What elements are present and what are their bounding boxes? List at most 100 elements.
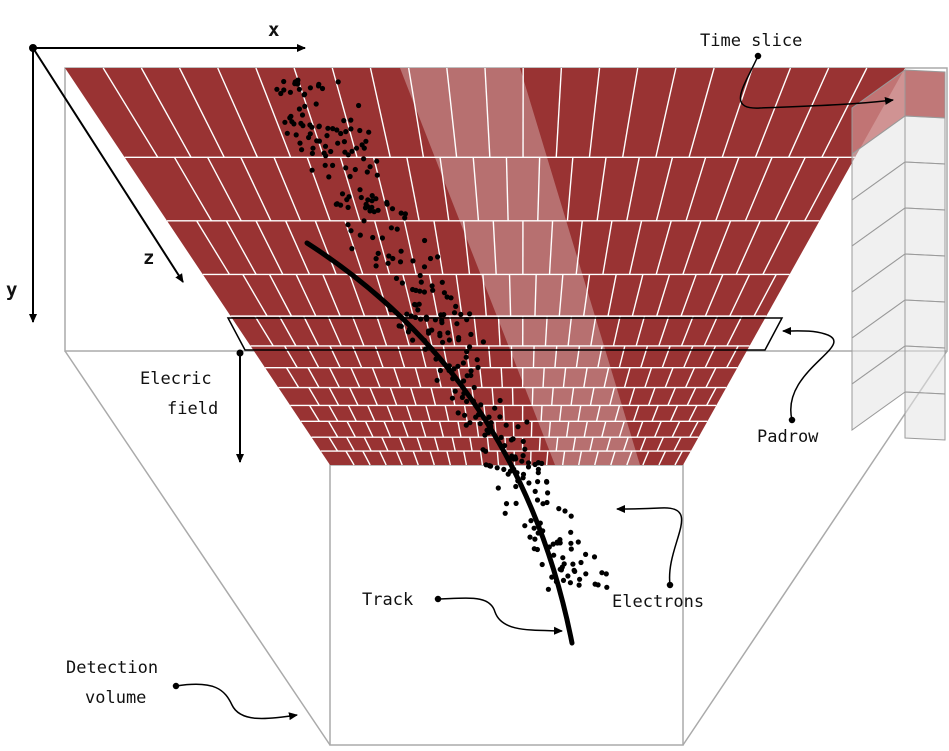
electron xyxy=(464,398,470,405)
electron xyxy=(281,87,287,93)
pad-grid-line xyxy=(548,421,552,438)
electron xyxy=(349,246,355,252)
electron xyxy=(357,127,363,134)
electron xyxy=(439,279,445,285)
electron xyxy=(534,546,541,553)
electron xyxy=(560,577,567,584)
pad-grid-line xyxy=(378,450,387,466)
x-axis-label: x xyxy=(268,19,279,41)
electron xyxy=(328,148,334,155)
electron xyxy=(572,568,578,575)
electron xyxy=(399,280,405,286)
pad-grid-line xyxy=(484,67,491,158)
electron xyxy=(402,215,408,221)
electron xyxy=(430,287,436,293)
pad-grid-line xyxy=(328,387,340,406)
pad-grid-line xyxy=(762,220,791,275)
pad-grid-line xyxy=(609,387,615,406)
electron xyxy=(375,207,381,213)
pad-grid-line xyxy=(449,316,456,347)
electron xyxy=(349,148,355,154)
electron xyxy=(335,140,341,146)
pad-grid-line xyxy=(240,157,272,222)
pad-grid-line xyxy=(255,220,284,275)
pad-grid-line xyxy=(655,157,674,222)
electron xyxy=(532,488,538,494)
electron xyxy=(427,255,434,262)
pad-grid-line xyxy=(561,451,566,466)
electron xyxy=(412,301,418,308)
pad-grid-line xyxy=(548,220,554,275)
electron xyxy=(562,508,568,514)
detection-volume-pointer xyxy=(172,682,298,721)
electron xyxy=(324,133,330,139)
electron xyxy=(591,554,598,560)
electron xyxy=(570,561,576,567)
electron xyxy=(534,497,541,503)
electron xyxy=(434,377,440,383)
electron xyxy=(446,337,452,343)
pad-grid-line xyxy=(371,367,381,388)
electron xyxy=(520,471,527,477)
pad-grid-line xyxy=(173,156,213,222)
electron xyxy=(345,152,351,158)
pad-grid-line xyxy=(322,274,341,317)
padrow-pointer xyxy=(782,326,835,424)
track-pointer xyxy=(434,595,563,635)
pad-grid-line xyxy=(327,315,342,347)
pad-grid-line xyxy=(369,67,391,158)
pad-grid-line xyxy=(372,157,391,222)
pad-grid-line xyxy=(425,405,431,422)
electron xyxy=(567,580,574,586)
electron xyxy=(565,573,571,579)
electron xyxy=(274,86,280,92)
electron xyxy=(467,344,473,350)
pad-grid-line xyxy=(295,274,317,317)
electron xyxy=(366,129,372,135)
electron xyxy=(288,113,294,119)
electron xyxy=(374,172,380,178)
pad-grid-line xyxy=(655,67,677,158)
electron xyxy=(313,101,319,107)
electron xyxy=(583,571,589,577)
electron xyxy=(330,126,336,132)
pad-grid-line xyxy=(429,450,435,466)
pad-grid-line xyxy=(475,421,480,438)
pad-grid-line xyxy=(278,315,297,347)
electron xyxy=(295,81,301,87)
electron xyxy=(520,438,526,444)
electron xyxy=(373,256,379,262)
pad-grid-line xyxy=(688,67,715,158)
electron xyxy=(526,480,532,486)
electron xyxy=(390,255,396,262)
pad-grid-line xyxy=(570,387,575,406)
pad-grid-line xyxy=(555,437,559,452)
pad-grid-line xyxy=(328,405,339,422)
electron xyxy=(361,218,367,224)
pad-grid-line xyxy=(433,437,440,452)
pad-grid-line xyxy=(572,437,577,452)
pad-grid-line xyxy=(308,387,320,406)
pad-grid-line xyxy=(455,274,463,317)
pad-grid-line xyxy=(622,436,629,452)
pad-grid-line xyxy=(363,436,372,452)
electron xyxy=(444,294,450,300)
pad-grid-line xyxy=(642,450,650,466)
electron xyxy=(503,422,509,428)
electron xyxy=(464,317,470,323)
electron xyxy=(422,346,429,352)
pad-grid-line xyxy=(589,387,595,406)
pad-grid-line xyxy=(603,367,610,388)
electron xyxy=(408,313,414,319)
electric-field-label-line2: field xyxy=(167,399,218,419)
pad-grid-line xyxy=(307,367,320,388)
electron xyxy=(374,158,380,164)
pad-grid-line xyxy=(667,387,677,406)
electron xyxy=(343,165,349,171)
electron xyxy=(475,364,481,371)
electron xyxy=(515,424,521,430)
electron xyxy=(379,235,385,241)
electron xyxy=(344,197,350,203)
pad-grid-line xyxy=(575,220,583,275)
pad-grid-line xyxy=(439,157,450,221)
